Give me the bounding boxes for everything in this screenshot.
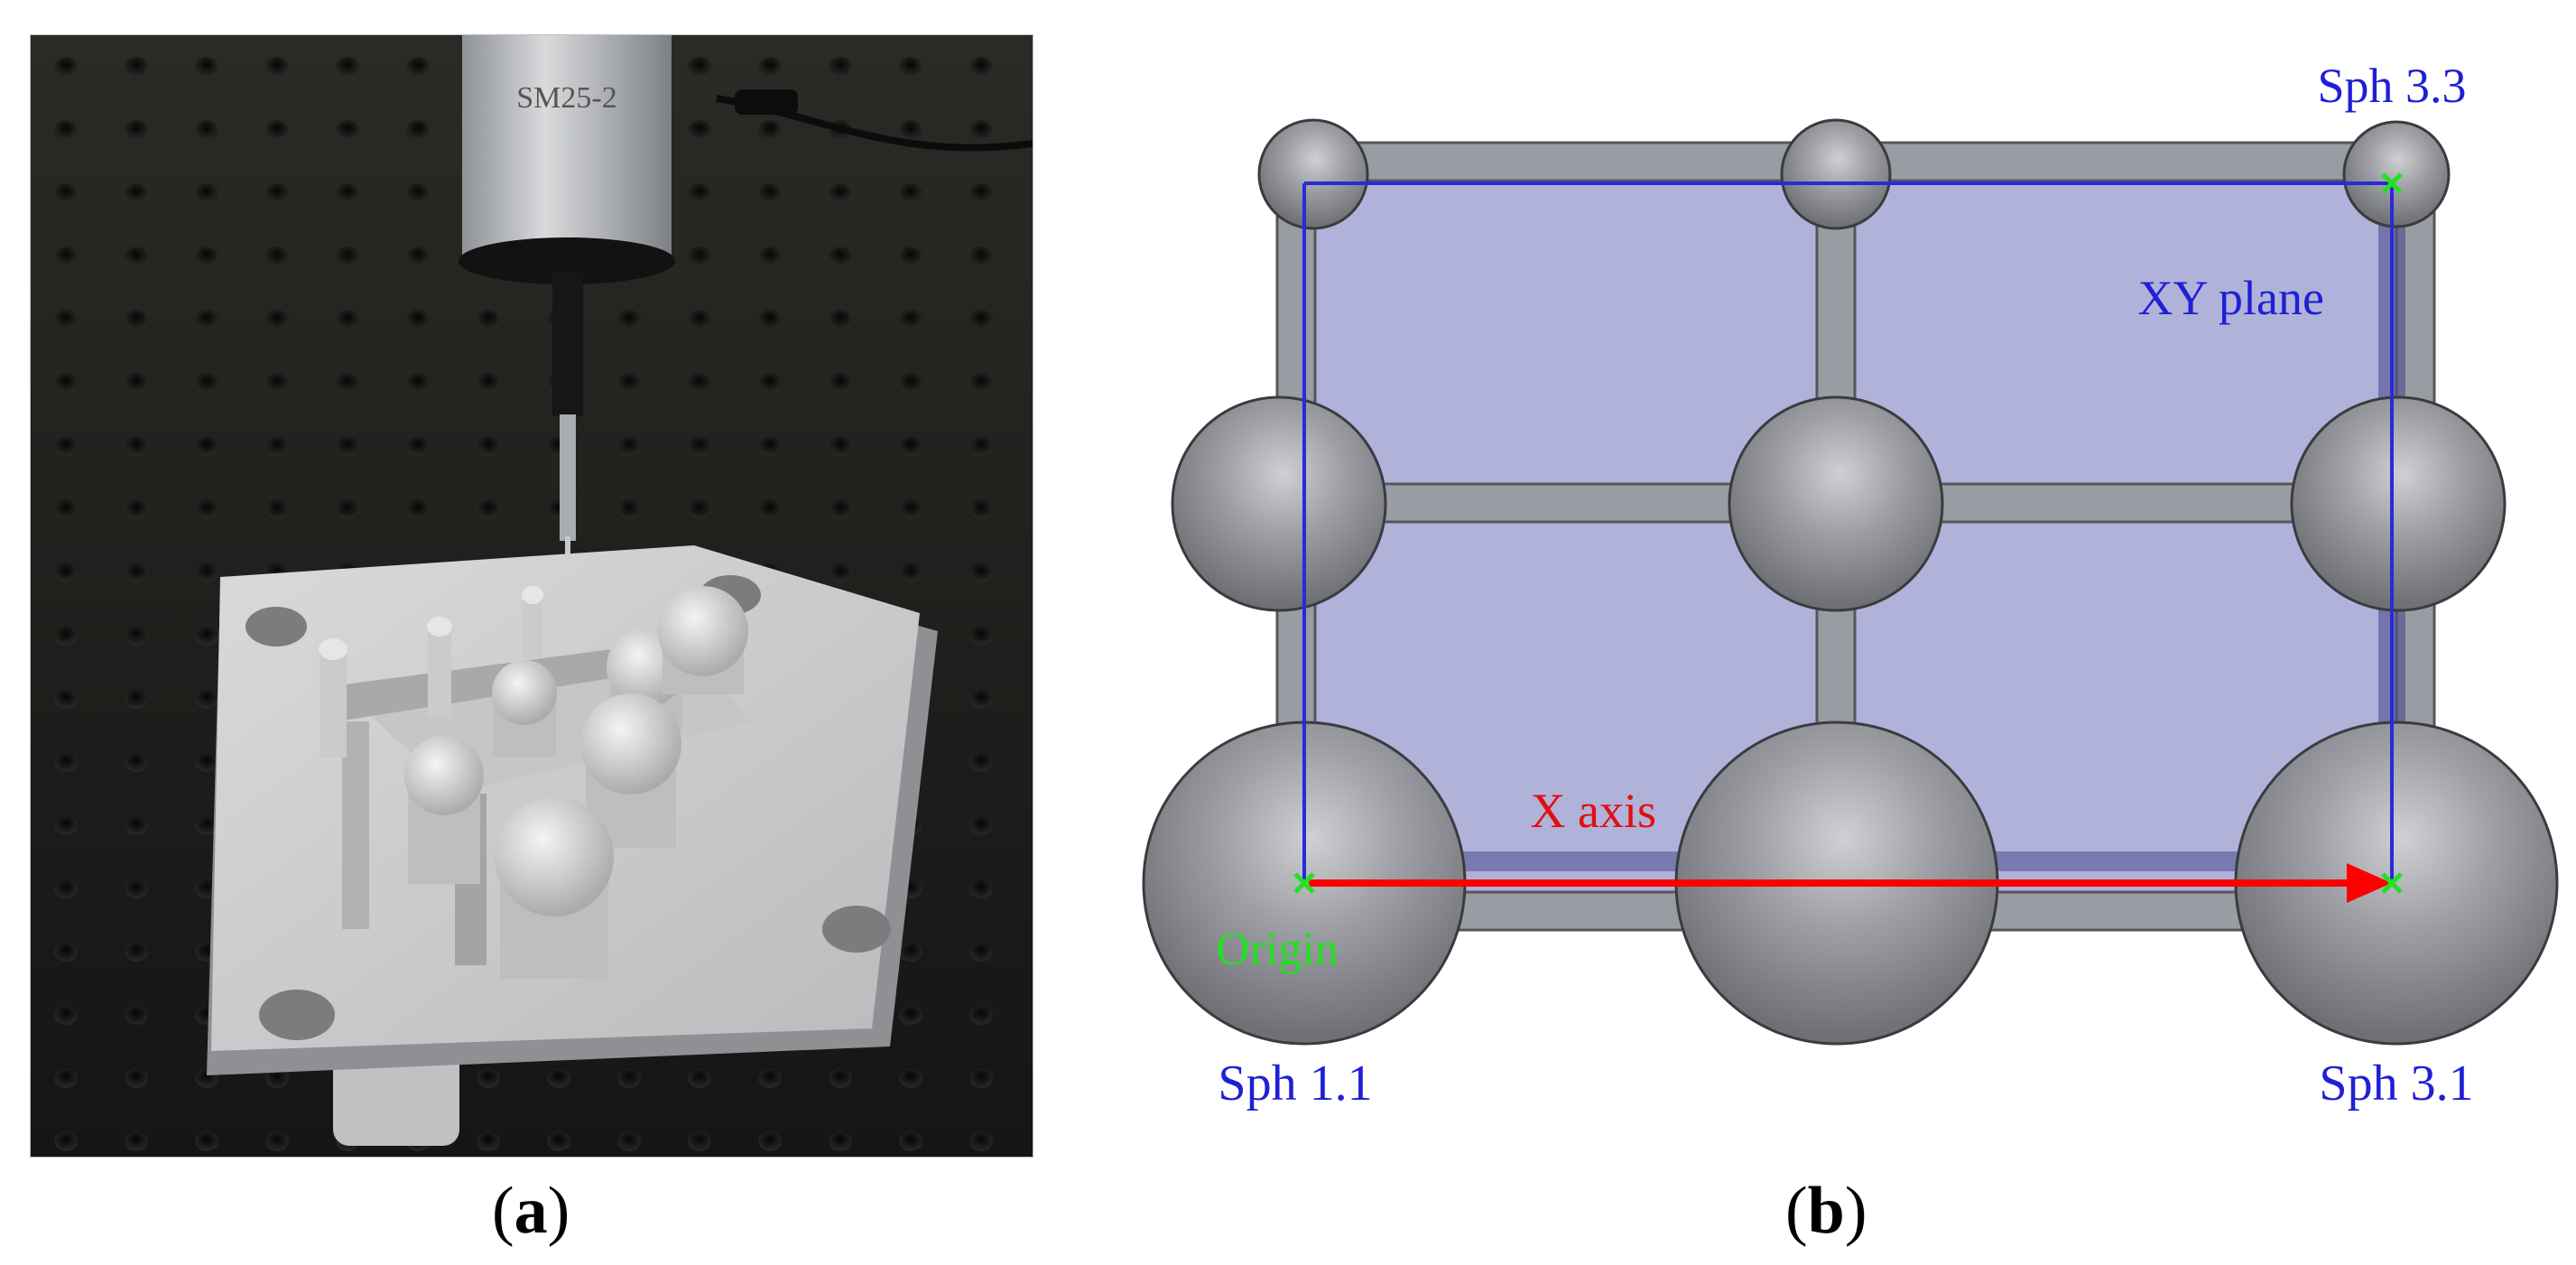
artifact-diagram: Sph 3.3 XY plane X axis Origin Sph 1.1 S… [1142,59,2559,1112]
sph-3-3-marker [2381,172,2403,194]
sphere-3-3 [2342,120,2451,228]
photo-illustration: SM25-2 [31,35,1033,1157]
label-sph-1-1: Sph 1.1 [1218,1056,1372,1112]
sphere-1-2 [1171,395,1387,612]
caption-a-open: ( [492,1174,514,1248]
x-axis-arrow [1309,863,2392,903]
photo-panel-a: SM25-2 [30,34,1033,1158]
caption-a: (a) [492,1170,570,1251]
diagram-panel-b: Sph 3.3 XY plane X axis Origin Sph 1.1 S… [1133,34,2576,1156]
label-sph-3-1: Sph 3.1 [2319,1056,2473,1112]
caption-b: (b) [1785,1170,1867,1251]
connector [735,89,798,115]
caption-a-letter: a [514,1174,548,1248]
caption-b-close: ) [1844,1174,1867,1248]
probe-label: SM25-2 [516,81,616,115]
sphere-2-2 [1728,395,1944,612]
label-sph-3-3: Sph 3.3 [2317,59,2466,113]
label-xy-plane: XY plane [2138,271,2324,325]
test-artifact [207,545,938,1075]
label-x-axis: X axis [1531,784,1656,838]
sphere-2-3 [1780,118,1892,230]
origin-marker [1293,872,1315,894]
sph-3-1-marker [2381,872,2403,894]
caption-b-open: ( [1785,1174,1808,1248]
cmm-probe: SM25-2 [459,35,675,693]
xy-plane-outline [1302,181,2394,883]
sphere-3-2 [2290,395,2507,612]
label-origin: Origin [1216,924,1339,975]
sphere-1-3 [1257,118,1369,230]
caption-b-letter: b [1807,1174,1845,1248]
caption-a-close: ) [547,1174,570,1248]
